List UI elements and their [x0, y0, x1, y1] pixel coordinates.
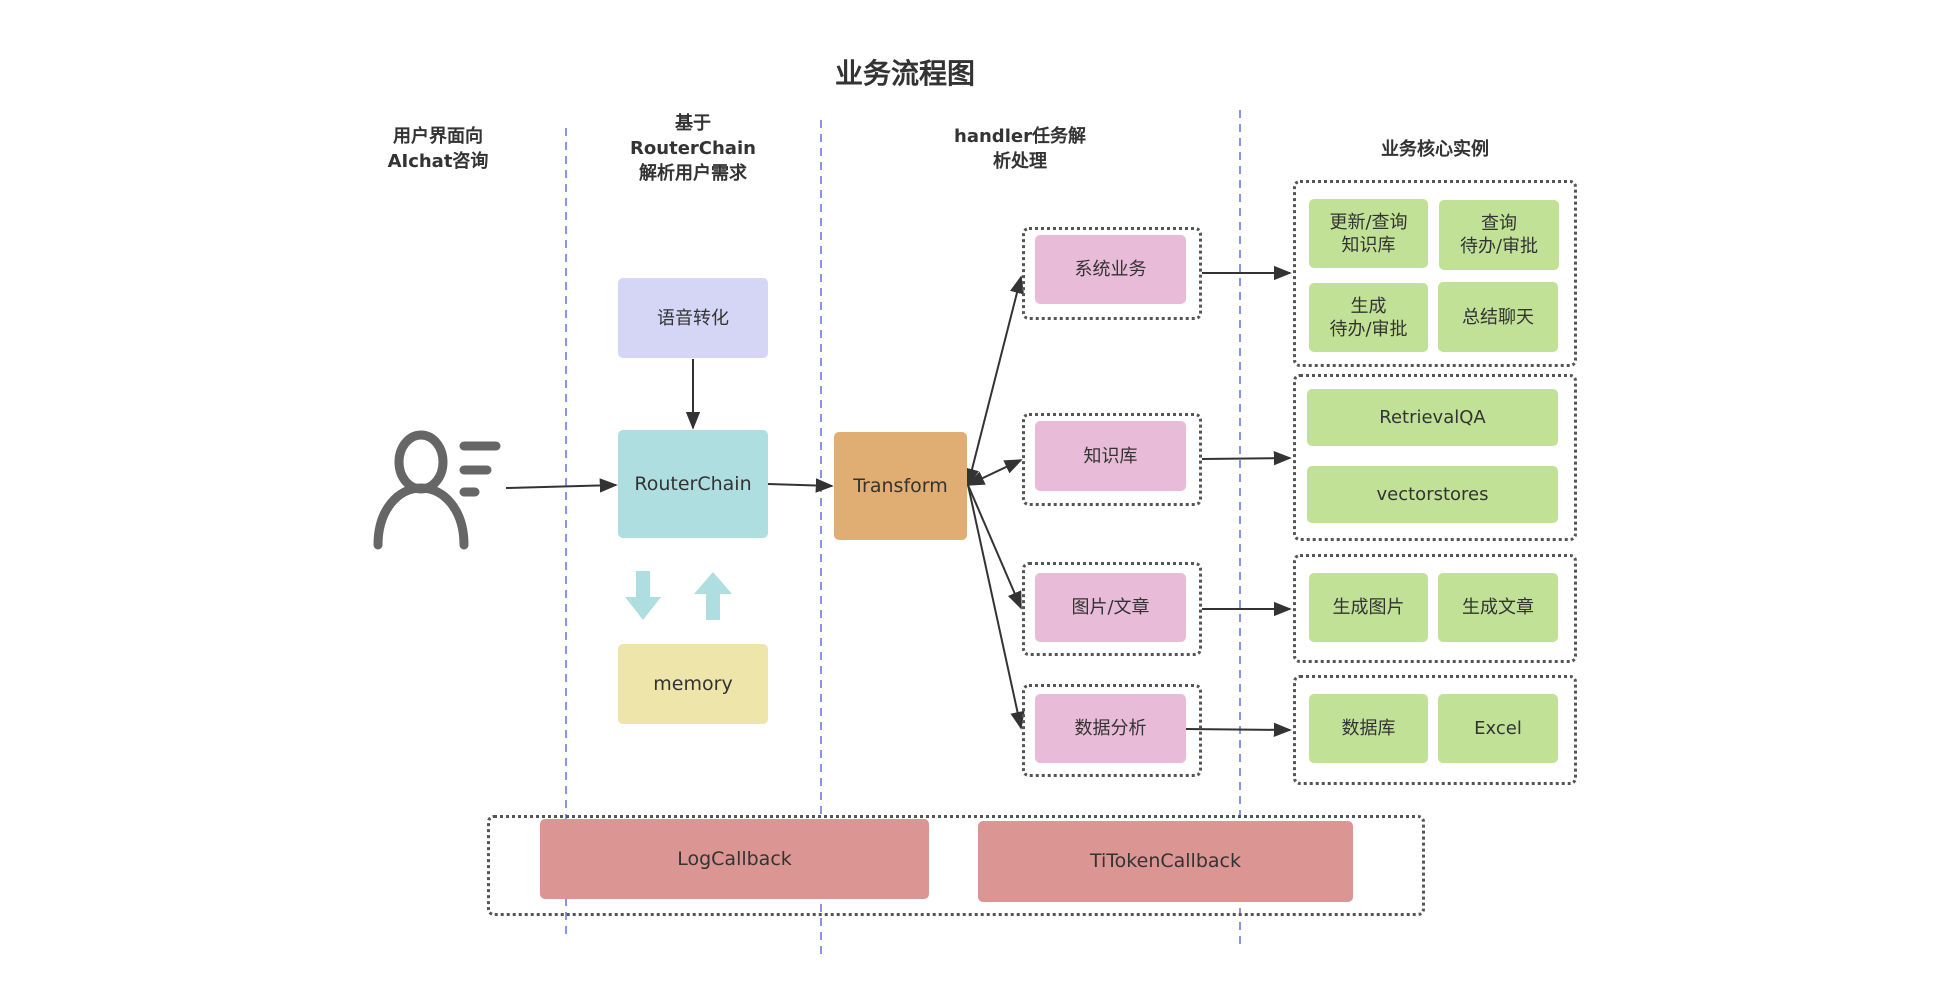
instance-group-data [1293, 675, 1577, 785]
arrow-transform-to-data [967, 484, 1025, 730]
branch-group-data [1022, 684, 1202, 777]
instance-generate-article[interactable]: 生成文章 [1438, 573, 1558, 642]
lane-heading-instances: 业务核心实例 [1381, 139, 1489, 160]
instance-summarize-chat[interactable]: 总结聊天 [1438, 282, 1558, 352]
instance-excel[interactable]: Excel [1438, 694, 1558, 763]
branch-group-image [1022, 562, 1202, 656]
instance-retrievalqa[interactable]: RetrievalQA [1307, 389, 1558, 446]
routerchain-node[interactable]: RouterChain [618, 430, 768, 538]
branch-system-business[interactable]: 系统业务 [1035, 235, 1186, 304]
branch-group-system [1022, 227, 1202, 320]
arrow-up-icon [694, 572, 732, 620]
arrow-transform-to-image [967, 484, 1022, 610]
instance-query-todo-approval[interactable]: 查询 待办/审批 [1439, 200, 1559, 270]
instance-group-image [1293, 554, 1577, 663]
instance-vectorstores[interactable]: vectorstores [1307, 466, 1558, 523]
arrow-down-icon [625, 571, 661, 620]
voice-conversion-node[interactable]: 语音转化 [618, 278, 768, 358]
log-callback-node[interactable]: LogCallback [540, 819, 929, 899]
arrow-transform-to-system [965, 275, 1024, 487]
instance-database[interactable]: 数据库 [1309, 694, 1428, 763]
titoken-callback-node[interactable]: TiTokenCallback [978, 821, 1353, 902]
lane-heading-handler: handler任务解 析处理 [954, 126, 1086, 172]
memory-node[interactable]: memory [618, 644, 768, 724]
callbacks-group [487, 815, 1425, 916]
lane-heading-user: 用户界面向 AIchat咨询 [387, 126, 489, 172]
arrow-user-to-router [505, 478, 618, 493]
branch-knowledge-base[interactable]: 知识库 [1035, 421, 1186, 491]
instance-group-knowledge [1293, 374, 1577, 541]
arrow-knowledge-to-instances [1201, 450, 1292, 466]
arrow-transform-knowledge [966, 459, 1023, 486]
instance-group-system [1293, 180, 1577, 367]
instance-update-query-kb[interactable]: 更新/查询 知识库 [1309, 199, 1428, 268]
arrow-router-to-transform [767, 478, 834, 493]
lane-heading-routing: 基于 RouterChain 解析用户需求 [630, 113, 756, 184]
instance-create-todo-approval[interactable]: 生成 待办/审批 [1309, 283, 1428, 352]
instance-generate-image[interactable]: 生成图片 [1309, 573, 1428, 642]
branch-image-article[interactable]: 图片/文章 [1035, 573, 1186, 642]
transform-node[interactable]: Transform [834, 432, 967, 540]
branch-group-knowledge [1022, 413, 1202, 506]
user-speaking-icon [373, 430, 501, 550]
diagram-title: 业务流程图 [834, 57, 975, 90]
branch-data-analysis[interactable]: 数据分析 [1035, 694, 1186, 763]
